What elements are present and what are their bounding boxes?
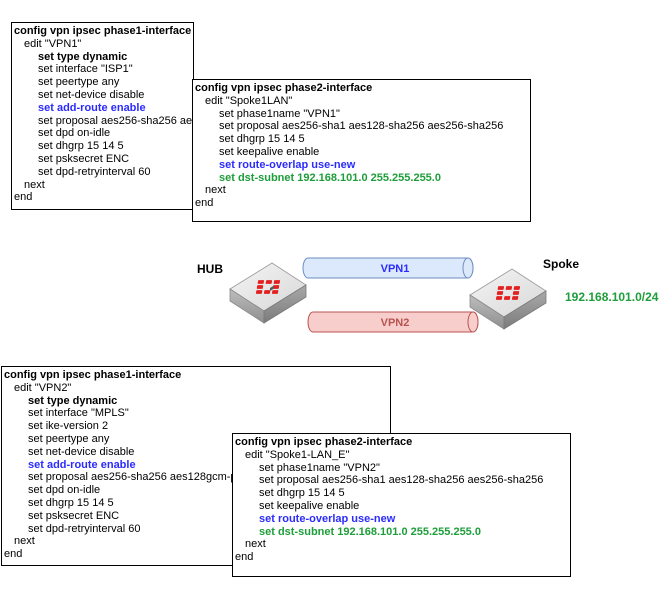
config-line: set net-device disable: [28, 445, 135, 458]
config-line: set dhgrp 15 14 5: [38, 140, 124, 153]
config-line: end: [4, 548, 23, 561]
config-line: set net-device disable: [38, 88, 145, 101]
config-line: set peertype any: [38, 76, 120, 89]
vpn2-tunnel-end: [467, 311, 479, 333]
fortigate-firewall-icon: [229, 262, 307, 324]
config-line: set type dynamic: [28, 394, 118, 407]
spoke-device: [469, 268, 547, 330]
config-line: set dst-subnet 192.168.101.0 255.255.255…: [219, 171, 441, 184]
spoke-label: Spoke: [543, 257, 580, 271]
config-line: set dhgrp 15 14 5: [259, 487, 345, 500]
config-line: set phase1name "VPN2": [259, 461, 380, 474]
config-line: config vpn ipsec phase1-interface: [14, 25, 192, 37]
config-line: end: [14, 191, 33, 204]
config-line: set add-route enable: [28, 458, 136, 471]
config-line: set dst-subnet 192.168.101.0 255.255.255…: [259, 525, 481, 538]
config-line: set interface "MPLS": [28, 407, 129, 420]
config-line: end: [195, 197, 214, 210]
config-line: set psksecret ENC: [38, 152, 130, 165]
config-line: set dpd-retryinterval 60: [28, 522, 141, 535]
vpn2-tunnel: VPN2: [307, 311, 479, 333]
config-line: set phase1name "VPN1": [219, 107, 340, 120]
config-line: set add-route enable: [38, 101, 146, 114]
config-line: set route-overlap use-new: [219, 158, 356, 171]
config-line: set type dynamic: [38, 50, 128, 63]
config-line: set proposal aes256-sha256 aes128gcm-prf…: [38, 114, 193, 127]
config-line: set peertype any: [28, 432, 110, 445]
config-line: config vpn ipsec phase2-interface: [195, 82, 373, 94]
config-line: set route-overlap use-new: [259, 512, 396, 525]
config-line: set dhgrp 15 14 5: [219, 133, 305, 146]
config-line: edit "Spoke1-LAN_E": [245, 448, 350, 461]
config-line: next: [245, 538, 266, 551]
config-line: next: [14, 535, 35, 548]
config-line: set proposal aes256-sha1 aes128-sha256 a…: [259, 474, 544, 487]
config-line: edit "Spoke1LAN": [205, 94, 293, 107]
config-line: set psksecret ENC: [28, 509, 120, 522]
config-line: set proposal aes256-sha1 aes128-sha256 a…: [219, 120, 504, 133]
vpn1-label: VPN1: [381, 263, 410, 275]
config-line: set dpd on-idle: [28, 484, 101, 497]
config-line: set keepalive enable: [259, 499, 360, 512]
vpn1-tunnel: VPN1: [302, 257, 474, 279]
config-line: edit "VPN2": [14, 381, 72, 394]
hub-device: [229, 262, 307, 324]
config-line: next: [205, 184, 226, 197]
spoke-subnet-label: 192.168.101.0/24: [565, 290, 659, 304]
vpn2-label: VPN2: [381, 317, 410, 329]
config-line: set proposal aes256-sha256 aes128gcm-prf…: [28, 471, 280, 484]
config-line: set dhgrp 15 14 5: [28, 496, 114, 509]
hub-label: HUB: [197, 262, 223, 276]
config-line: config vpn ipsec phase2-interface: [235, 436, 413, 448]
config-line: config vpn ipsec phase1-interface: [4, 369, 182, 381]
vpn1-tunnel-end: [462, 257, 474, 279]
config-line: set keepalive enable: [219, 145, 320, 158]
config-line: set interface "ISP1": [38, 63, 133, 76]
config-line: set dpd-retryinterval 60: [38, 165, 151, 178]
config-line: end: [235, 551, 254, 564]
config-line: set dpd on-idle: [38, 127, 111, 140]
config-line: edit "VPN1": [24, 37, 82, 50]
fortigate-firewall-icon: [469, 268, 547, 330]
config-line: next: [24, 178, 45, 191]
config-line: set ike-version 2: [28, 420, 109, 433]
